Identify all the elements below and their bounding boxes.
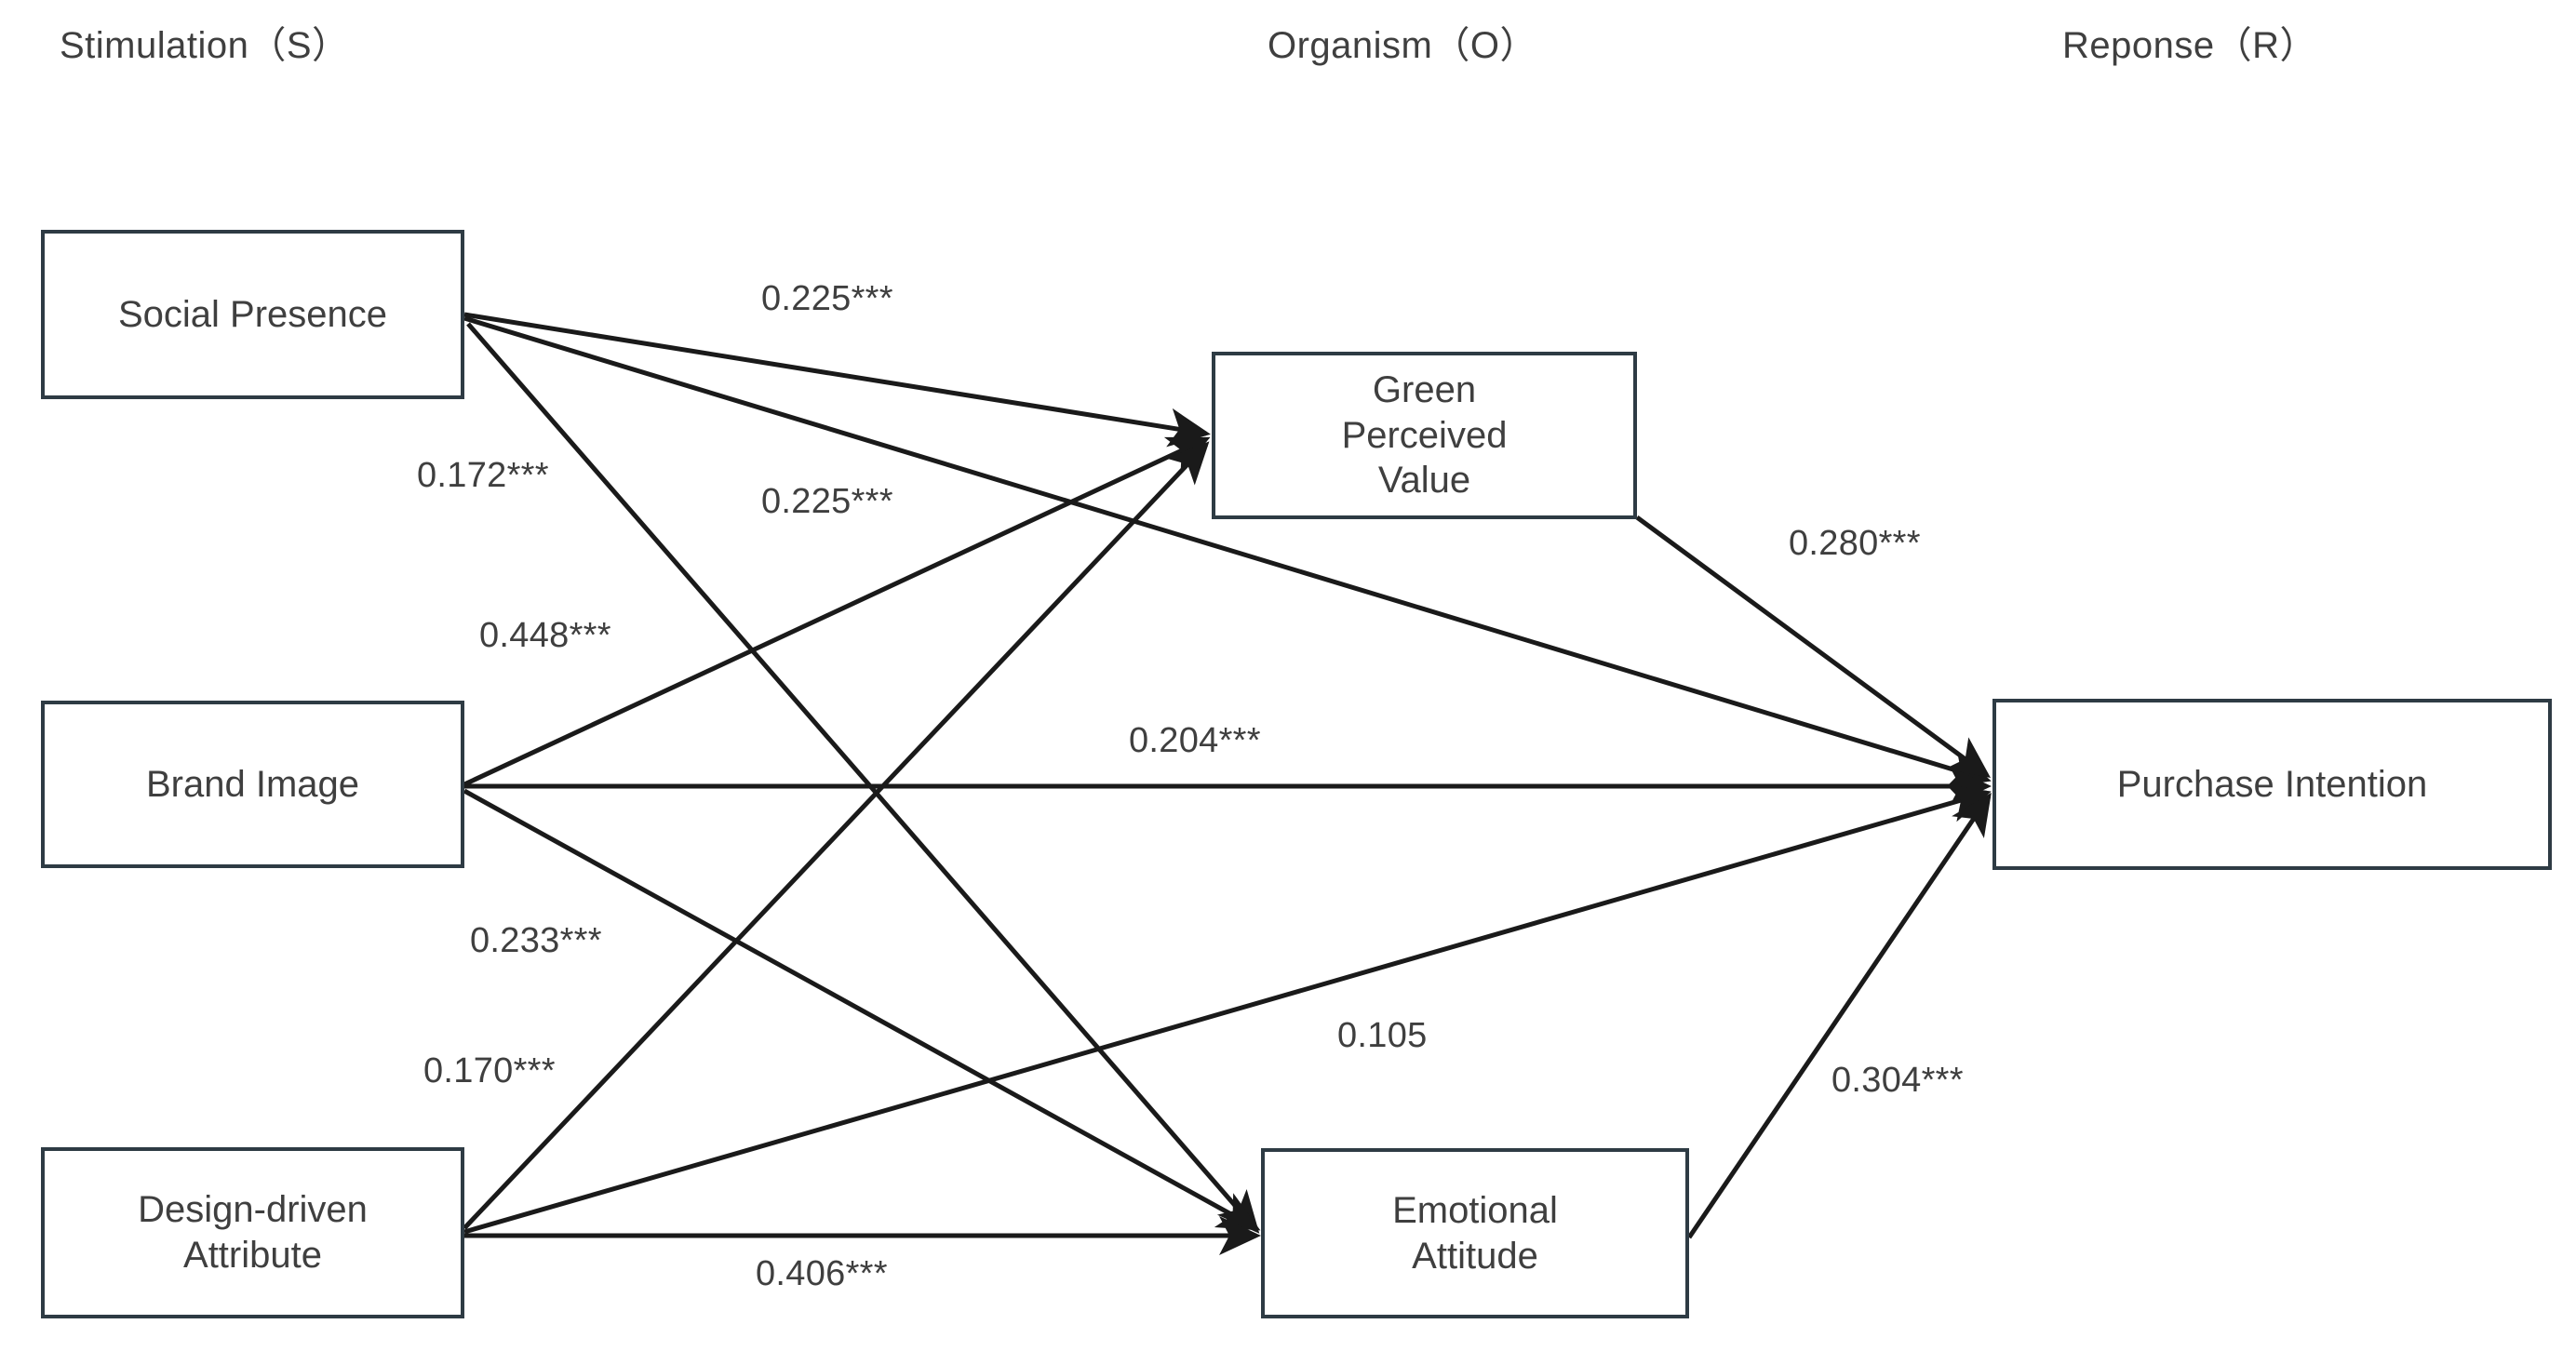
node-purchase_intention[interactable]: Purchase Intention (1992, 699, 2552, 870)
edge-coefficient-bi_pi: 0.204*** (1129, 721, 1261, 760)
edge-da_gpv (463, 441, 1210, 1230)
edge-coefficient-bi_ea: 0.233*** (470, 921, 602, 960)
column-header-2: Organism（O） (1268, 25, 1537, 66)
edge-lines (463, 312, 1992, 1255)
edge-coefficient-sp_pi: 0.225*** (761, 482, 893, 521)
edge-coefficient-sp_gpv: 0.225*** (761, 279, 893, 318)
node-brand_image[interactable]: Brand Image (41, 701, 464, 868)
edge-bi_ea (463, 788, 1261, 1231)
node-label-brand_image: Brand Image (145, 763, 360, 805)
column-header-3: Reponse（R） (2062, 25, 2318, 66)
node-label-purchase_intention: Purchase Intention (2116, 763, 2428, 805)
edge-ea_pi (1686, 792, 1992, 1239)
edge-coefficient-ea_pi: 0.304*** (1831, 1061, 1964, 1100)
column-header-1: Stimulation（S） (60, 25, 350, 66)
edge-coefficient-da_gpv: 0.170*** (423, 1051, 556, 1090)
edge-bi_gpv (463, 436, 1211, 787)
node-social_presence[interactable]: Social Presence (41, 230, 464, 399)
edge-gpv_pi (1635, 515, 1992, 778)
edge-sp_gpv (463, 312, 1211, 448)
edge-coefficient-da_pi: 0.105 (1337, 1016, 1428, 1055)
edge-coefficient-da_ea: 0.406*** (756, 1254, 888, 1293)
edge-coefficient-gpv_pi: 0.280*** (1789, 524, 1921, 563)
edge-sp_ea (466, 322, 1260, 1234)
edge-coefficient-bi_gpv: 0.448*** (479, 616, 611, 655)
node-label-social_presence: Social Presence (117, 293, 388, 335)
edge-coefficient-sp_ea: 0.172*** (417, 456, 549, 495)
edge-da_pi (463, 783, 1992, 1235)
edge-sp_pi (463, 315, 1992, 788)
